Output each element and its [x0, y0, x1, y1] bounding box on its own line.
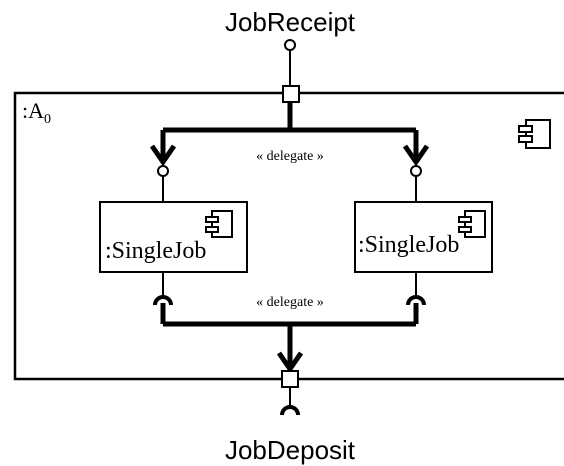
part-singlejob-2: :SingleJob	[354, 201, 493, 273]
provided-interface-jobreceipt	[284, 39, 296, 86]
part-label: :SingleJob	[358, 232, 459, 258]
delegate-connector-top	[149, 102, 430, 167]
port-label-jobdeposit: JobDeposit	[225, 435, 356, 465]
provided-interface-part-1	[157, 165, 169, 202]
part-singlejob-1: :SingleJob	[99, 201, 248, 273]
port-label-jobreceipt: JobReceipt	[225, 7, 356, 37]
outer-component-label: :A0	[22, 98, 51, 127]
delegate-label-bottom: « delegate »	[256, 295, 324, 310]
required-interface-part-1	[153, 272, 173, 306]
part-label: :SingleJob	[105, 238, 206, 264]
required-interface-jobdeposit	[280, 387, 300, 416]
required-interface-part-2	[406, 272, 426, 306]
port-square-bottom	[281, 370, 299, 388]
provided-interface-part-2	[410, 165, 422, 202]
component-icon	[458, 210, 486, 238]
delegate-label-top: « delegate »	[256, 149, 324, 164]
component-icon	[205, 210, 233, 238]
delegate-connector-bottom	[160, 303, 419, 374]
port-square-top	[282, 85, 300, 103]
component-icon	[518, 119, 551, 149]
